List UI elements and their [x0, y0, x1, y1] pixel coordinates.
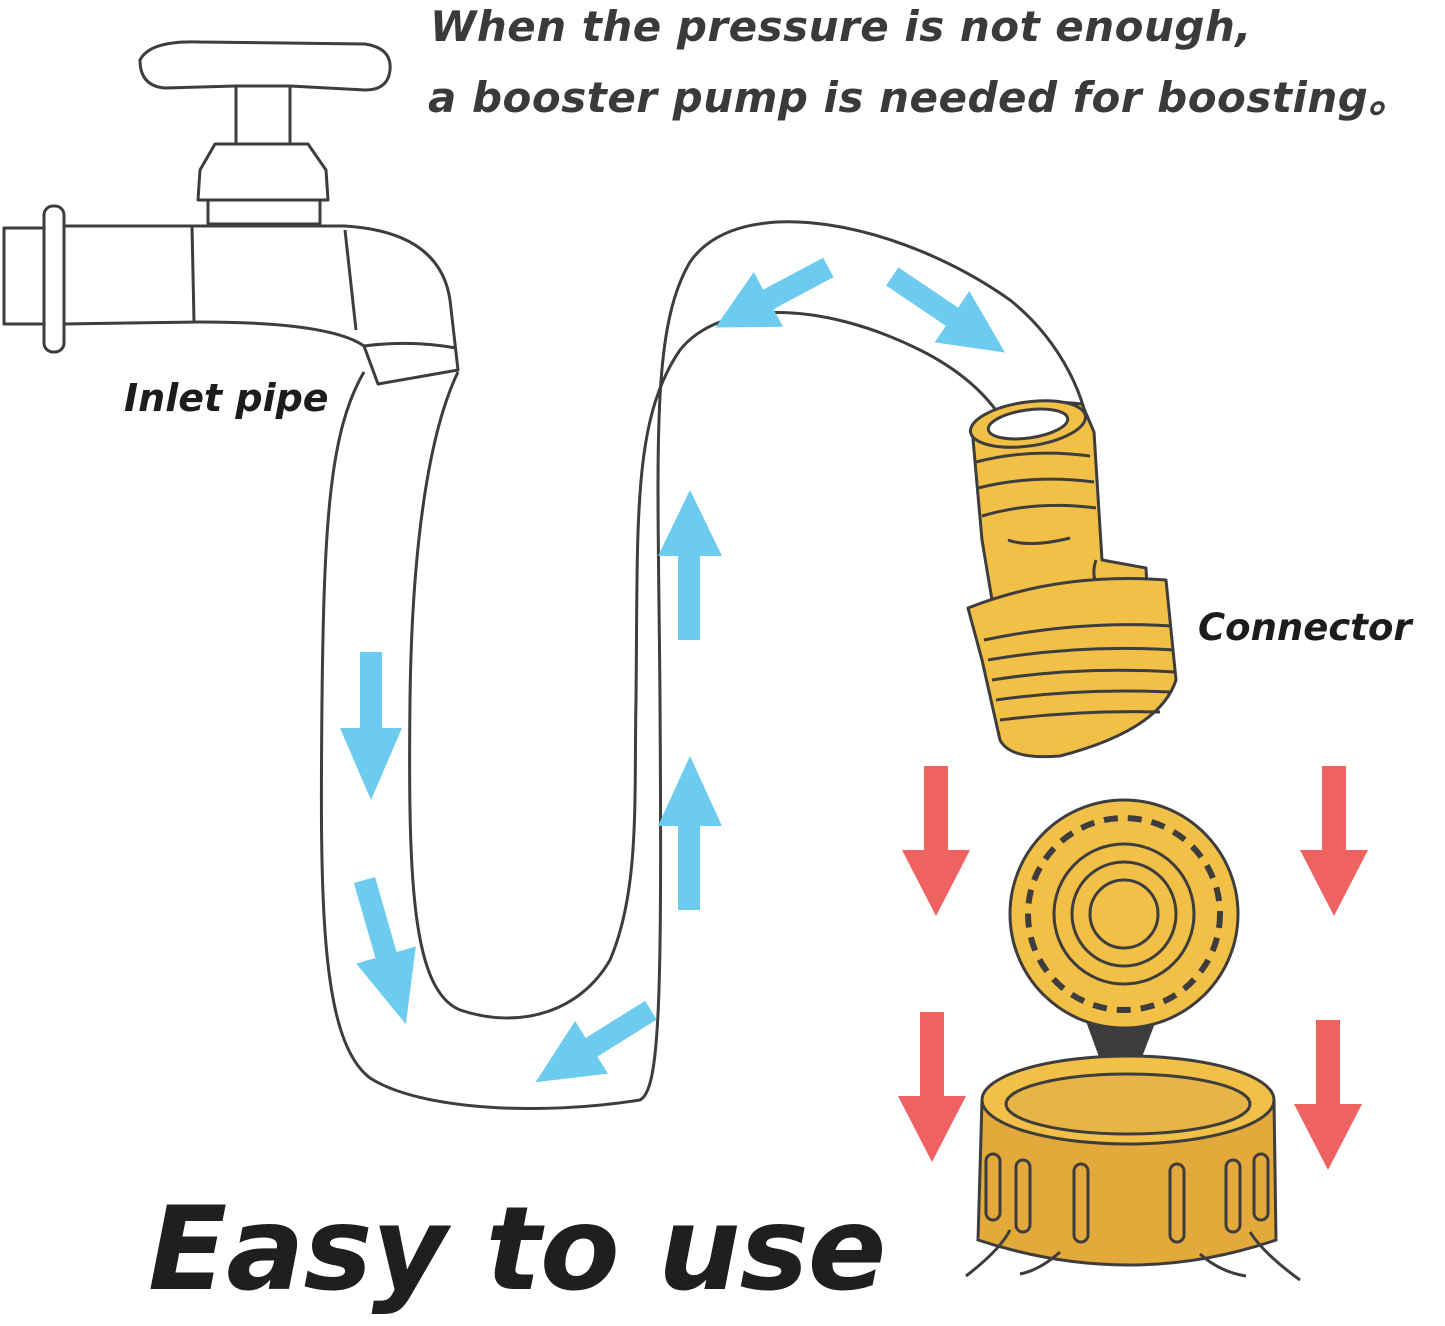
header-line-2: a booster pump is needed for boosting。	[428, 73, 1411, 122]
connector-label: Connector	[1198, 606, 1412, 649]
inlet-pipe-label: Inlet pipe	[124, 376, 329, 420]
flow-arrow-icon	[715, 257, 834, 328]
faucet-icon	[2, 40, 460, 386]
down-arrow-icon	[898, 1012, 966, 1162]
easy-to-use-title: Easy to use	[148, 1182, 886, 1317]
flow-arrow-icon	[658, 490, 722, 640]
flow-arrow-icon	[353, 876, 416, 1025]
down-arrow-icon	[1294, 1020, 1362, 1170]
flow-arrow-icon	[535, 1000, 657, 1083]
hose-icon	[319, 220, 1092, 1111]
flow-arrow-icon	[340, 652, 402, 800]
quick-connector-icon	[966, 399, 1178, 759]
brass-cap-icon	[965, 798, 1301, 1282]
flow-arrow-icon	[658, 756, 722, 910]
header-line-1: When the pressure is not enough,	[430, 2, 1252, 51]
flow-arrow-icon	[886, 267, 1006, 353]
down-arrow-icon	[1300, 766, 1368, 916]
down-arrow-icon	[902, 766, 970, 916]
